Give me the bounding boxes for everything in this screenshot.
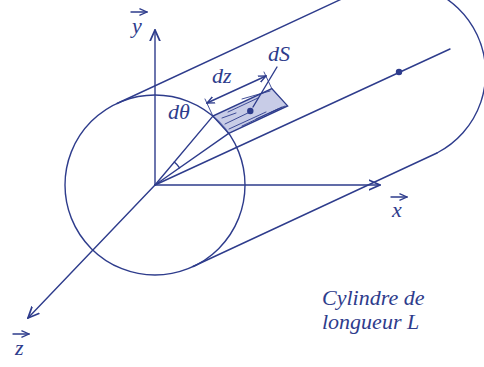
leader-line [253,67,277,107]
dimension-label: dz [212,64,232,88]
angle-arc [174,162,179,168]
x-axis [155,184,380,185]
extension-line [205,99,213,116]
cylinder-edge [193,153,437,267]
element-point [248,109,253,114]
hatching [222,91,285,129]
axis-point [397,70,402,75]
vector-arrow [131,11,147,12]
vector-arrow [13,333,29,334]
angle-label: dθ [168,100,190,124]
z-axis [28,185,155,318]
axis-label: z [15,336,24,360]
wedge-line [155,133,229,185]
y-axis [154,30,155,185]
element-label: dS [268,42,290,66]
cylinder-axis [155,49,450,185]
cylinder-edge [117,0,361,104]
axis-label: x [392,198,402,222]
cylinder-far-cap [361,0,484,153]
note-text: Cylindre de longueur L [322,286,462,334]
axis-label: y [132,14,142,38]
